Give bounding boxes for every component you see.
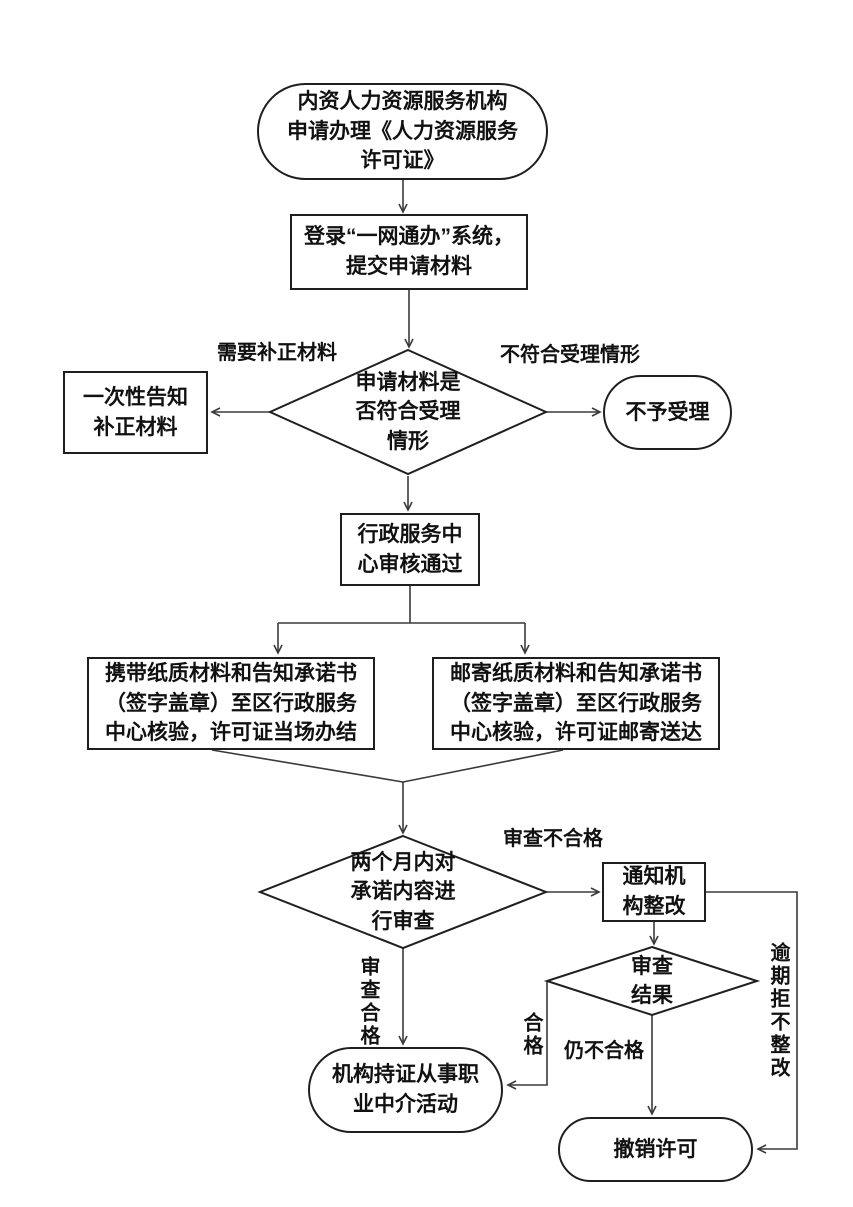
arrow-notify-to-revoke	[706, 891, 798, 1154]
decision-accept-text: 申请材料是	[355, 370, 461, 394]
node-carry-text: 携带纸质材料和告知承诺书	[105, 661, 357, 685]
split-line-approve	[278, 586, 525, 624]
edge-label-need-correction: 需要补正材料	[217, 342, 337, 364]
node-start-text: 内资人力资源服务机构	[297, 89, 508, 113]
edge-label-not-accepted: 不符合受理情形	[500, 344, 640, 366]
decision-review-text: 承诺内容进	[350, 880, 456, 904]
decision-result-label: 审查 结果	[602, 950, 702, 1012]
node-revoke-text: 撤销许可	[613, 1137, 698, 1161]
node-login-text: 登录“一网通办”系统，	[304, 225, 514, 249]
decision-accept-shape	[267, 348, 549, 476]
node-operate-text: 机构持证从事职	[332, 1063, 479, 1087]
node-mail-text: 邮寄纸质材料和告知承诺书	[450, 661, 702, 685]
node-carry-materials: 携带纸质材料和告知承诺书 （签字盖章）至区行政服务 中心核验，许可证当场办结	[87, 657, 375, 750]
node-notify-rectify: 通知机 构整改	[602, 862, 706, 922]
merge-lines-to-review	[211, 749, 564, 783]
node-approve-text: 心审核通过	[357, 552, 463, 576]
decision-result-text: 审查	[631, 954, 673, 978]
node-approve-text: 行政服务中	[357, 522, 463, 546]
decision-accept-text: 否符合受理	[355, 400, 461, 424]
node-reject-terminal: 不予受理	[603, 375, 732, 450]
node-correction-text: 一次性告知	[83, 385, 188, 409]
decision-review-text: 行审查	[371, 909, 435, 933]
decision-review-shape	[257, 834, 549, 950]
node-login-text: 提交申请材料	[346, 255, 472, 278]
decision-review-label: 两个月内对 承诺内容进 行审查	[323, 845, 483, 939]
decision-accept-text: 情形	[387, 429, 429, 453]
arrow-result-to-operate	[506, 982, 548, 1090]
edge-label-review-pass: 审查合格	[357, 956, 379, 1048]
node-carry-text: 中心核验，许可证当场办结	[105, 721, 357, 745]
node-reject-text: 不予受理	[625, 400, 710, 424]
node-notify-text: 通知机	[622, 865, 686, 889]
node-revoke-terminal: 撤销许可	[558, 1117, 753, 1182]
node-start-text: 许可证》	[360, 149, 445, 173]
node-mail-materials: 邮寄纸质材料和告知承诺书 （签字盖章）至区行政服务 中心核验，许可证邮寄送达	[432, 657, 720, 750]
node-carry-text: （签字盖章）至区行政服务	[105, 691, 357, 715]
node-operate-terminal: 机构持证从事职 业中介活动	[308, 1047, 503, 1133]
edge-label-pass: 合格	[520, 1012, 542, 1058]
node-operate-text: 业中介活动	[353, 1093, 458, 1116]
node-start-terminal: 内资人力资源服务机构 申请办理《人力资源服务 许可证》	[257, 83, 548, 180]
decision-result-text: 结果	[631, 984, 673, 1007]
decision-review-text: 两个月内对	[350, 850, 456, 874]
decision-result-shape	[543, 945, 761, 1017]
node-correction-text: 补正材料	[93, 415, 178, 439]
node-center-approve: 行政服务中 心审核通过	[340, 513, 480, 586]
edge-label-overdue-refuse: 逾期拒不整改	[767, 942, 789, 1080]
node-notify-text: 构整改	[622, 895, 686, 918]
edge-label-still-fail: 仍不合格	[564, 1040, 644, 1062]
node-mail-text: （签字盖章）至区行政服务	[450, 691, 702, 715]
node-login-submit: 登录“一网通办”系统， 提交申请材料	[290, 214, 528, 290]
node-start-text: 申请办理《人力资源服务	[287, 119, 518, 143]
decision-accept-label: 申请材料是 否符合受理 情形	[328, 360, 488, 464]
edge-label-review-fail: 审查不合格	[503, 828, 603, 850]
node-one-time-correction: 一次性告知 补正材料	[63, 371, 208, 454]
node-mail-text: 中心核验，许可证邮寄送达	[450, 721, 702, 745]
